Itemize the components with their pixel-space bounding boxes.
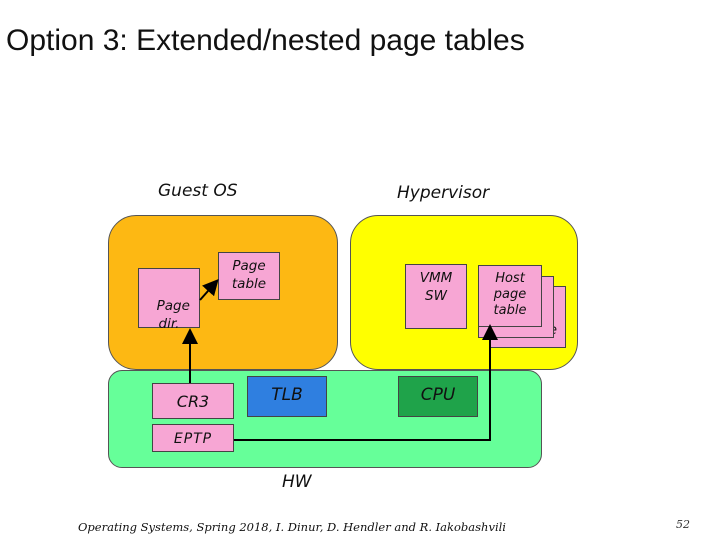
eptp-box: EPTP (152, 424, 234, 452)
slide-title: Option 3: Extended/nested page tables (6, 24, 525, 57)
page-table-box: Page table (218, 252, 280, 300)
guest-os-label: Guest OS (158, 181, 238, 201)
host-page-table-label: Host page table (493, 271, 527, 318)
page-number: 52 (676, 518, 690, 531)
host-page-table-box: Host page table (478, 265, 542, 327)
hw-label: HW (282, 472, 312, 492)
eptp-label: EPTP (173, 431, 213, 447)
eptp-to-host-page-table-arrow (234, 324, 498, 441)
page-dir-box: Page dir. (138, 268, 200, 332)
cr3-label: CR3 (176, 392, 210, 411)
vmm-sw-label: VMM SW (419, 270, 453, 304)
hypervisor-label: Hypervisor (397, 183, 490, 203)
cr3-box: CR3 (152, 383, 234, 419)
cpu-label: CPU (420, 385, 456, 405)
footer-credit: Operating Systems, Spring 2018, I. Dinur… (78, 520, 506, 534)
page-dir-to-page-table-arrow (199, 279, 219, 301)
cpu-box: CPU (398, 376, 478, 417)
page-table-label: Page table (231, 258, 267, 292)
page-dir-label: Page dir. (156, 298, 190, 332)
tlb-label: TLB (271, 385, 303, 405)
vmm-sw-box: VMM SW (405, 264, 467, 329)
tlb-box: TLB (247, 376, 327, 417)
